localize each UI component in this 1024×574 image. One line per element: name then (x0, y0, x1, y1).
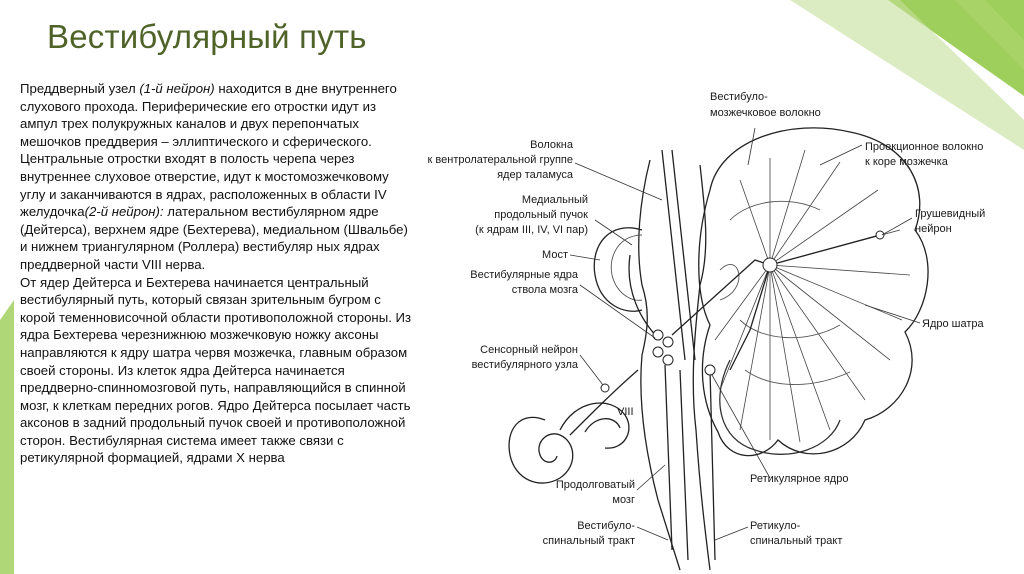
pointer-fibers (574, 162, 663, 201)
vestibular-nucleus-1 (652, 329, 664, 341)
ascending-tract (661, 149, 696, 361)
paragraph-1: Преддверный узел (1-й нейрон) находится … (20, 80, 412, 274)
vestibular-nerve (569, 369, 639, 436)
reticular-nucleus (704, 364, 716, 376)
pointer-projection (819, 144, 863, 166)
label-mlf-1: Медиальный (522, 194, 588, 206)
label-pons: Мост (542, 249, 568, 261)
label-fibers-3: ядер таламуса (497, 169, 574, 181)
cerebellum-folia (714, 149, 911, 443)
label-projection-1: Проекционное волокно (865, 141, 983, 153)
semicircular-canals (559, 402, 630, 449)
label-medulla-2: мозг (612, 494, 635, 506)
cerebellum-lower (719, 359, 841, 455)
paragraph-2: От ядер Дейтерса и Бехтерева начинается … (20, 274, 412, 466)
label-vestibulospinal-2: спинальный тракт (543, 535, 635, 547)
label-vestibulospinal-1: Вестибуло- (577, 520, 635, 532)
deco-green-stripe (955, 0, 1024, 70)
vestibulo-cerebellar-fiber (671, 259, 771, 336)
pointer-mlf (594, 219, 633, 246)
vestibular-nucleus-2 (662, 336, 674, 348)
pointer-reticulospinal (714, 526, 749, 541)
pointer-sensory (579, 354, 604, 386)
label-sensory-2: вестибулярного узла (472, 359, 579, 371)
reticulospinal-tract (709, 369, 716, 561)
pointer-pons (569, 254, 601, 261)
pointer-vestibulo-cerebellar (747, 127, 756, 166)
label-reticular-nucleus: Ретикулярное ядро (750, 473, 848, 485)
slide-title: Вестибулярный путь (47, 18, 367, 55)
label-nerve-viii: VIII (617, 406, 634, 418)
p1-text-c: латеральном вестибулярном ядре (Дейтерса… (20, 204, 408, 272)
label-purkinje-1: Грушевидный (915, 208, 985, 220)
pointer-vest-nuclei (579, 284, 656, 339)
vestibular-pathway-diagram: Вестибуло- мозжечковое волокно Волокна к… (428, 91, 985, 571)
label-reticulospinal-1: Ретикуло- (750, 520, 801, 532)
mlf-tract (628, 254, 661, 341)
vestibular-nucleus-3 (652, 346, 664, 358)
purkinje-neuron (875, 230, 885, 240)
label-fibers-2: к вентролатеральной группе (428, 154, 573, 166)
label-mlf-2: продольный пучок (494, 209, 588, 221)
deco-green-left (0, 300, 14, 574)
p1-emphasis-1: (1-й нейрон) (139, 81, 215, 96)
label-mlf-3: (к ядрам III, IV, VI пар) (475, 224, 588, 236)
label-sensory-1: Сенсорный нейрон (480, 344, 578, 356)
vestibulospinal-tract (664, 364, 689, 561)
pons-inner (610, 234, 643, 301)
p1-emphasis-2: (2-й нейрон): (84, 204, 164, 220)
pointer-reticular (711, 374, 771, 479)
label-projection-2: к коре мозжечка (865, 156, 949, 168)
p1-text-a: Преддверный узел (20, 81, 140, 96)
pointer-purkinje (881, 217, 913, 236)
brainstem-outline (638, 159, 711, 571)
label-vestibulo-cerebellar-1: Вестибуло- (710, 91, 768, 103)
label-vest-nuclei-2: ствола мозга (512, 284, 579, 296)
label-medulla-1: Продолговатый (556, 479, 635, 491)
cerebellum-outline (698, 127, 929, 457)
pointer-vestibulospinal (636, 526, 669, 541)
body-text: Преддверный узел (1-й нейрон) находится … (20, 80, 412, 467)
label-fastigial: Ядро шатра (922, 318, 985, 330)
label-reticulospinal-2: спинальный тракт (750, 535, 842, 547)
fastigial-nucleus (762, 257, 778, 273)
label-vestibulo-cerebellar-2: мозжечковое волокно (710, 107, 821, 119)
pons-outline (593, 227, 643, 312)
vestibular-nucleus-4 (662, 354, 674, 366)
label-vest-nuclei-1: Вестибулярные ядра (470, 269, 579, 281)
sensory-neuron (600, 383, 610, 393)
label-purkinje-2: нейрон (915, 223, 952, 235)
pointer-fastigial (864, 304, 921, 324)
fastigial-connection (729, 264, 771, 371)
cochlea (508, 416, 574, 484)
projection-fiber (769, 234, 881, 266)
cerebellum-lobules (719, 200, 851, 385)
p1-text-b: находится в дне внутреннего слухового пр… (20, 81, 397, 220)
label-fibers-1: Волокна (530, 139, 574, 151)
pointer-medulla (636, 464, 666, 491)
